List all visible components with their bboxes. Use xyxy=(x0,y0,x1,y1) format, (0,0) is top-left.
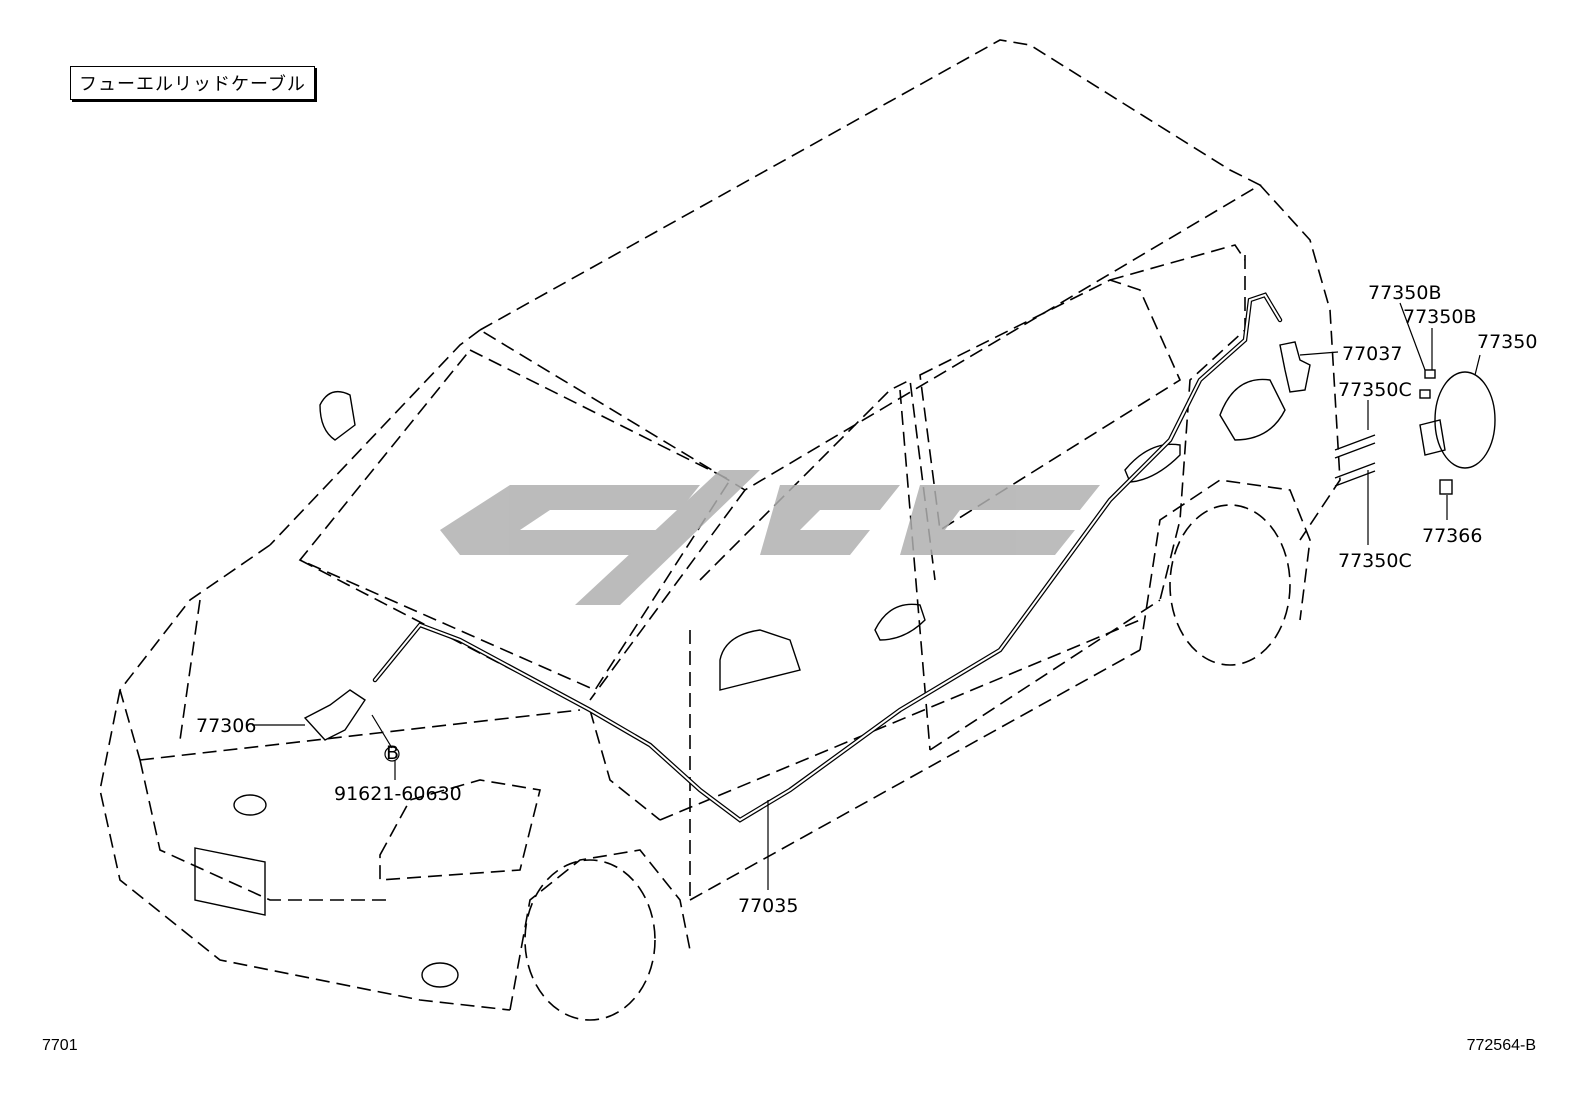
label-91621-60630: 91621-60630 xyxy=(334,783,462,805)
page-ref-left: 7701 xyxy=(42,1037,78,1054)
part-labels: 77306 B 91621-60630 77035 77037 77350B 7… xyxy=(196,282,1537,917)
label-77035: 77035 xyxy=(738,895,798,917)
left-mirror xyxy=(319,391,356,441)
clip-upper xyxy=(1334,434,1376,459)
label-77366: 77366 xyxy=(1422,525,1482,547)
fog-light xyxy=(421,962,459,988)
callout-b-circle xyxy=(384,746,400,762)
clip-lower xyxy=(1334,462,1376,487)
label-77037: 77037 xyxy=(1342,343,1402,365)
rear-door-handle xyxy=(1124,443,1181,483)
fuel-lid-cable xyxy=(372,292,1283,823)
car-body-outline xyxy=(99,39,1341,1021)
bushing-lower xyxy=(1419,389,1431,399)
label-77350c-upper: 77350C xyxy=(1338,379,1412,401)
lid-spring xyxy=(1439,479,1453,495)
emblem xyxy=(233,794,267,816)
label-77350b-top: 77350B xyxy=(1368,282,1441,304)
label-77350c-lower: 77350C xyxy=(1338,550,1412,572)
label-77350: 77350 xyxy=(1477,331,1537,353)
lid-hinge xyxy=(1419,419,1446,456)
leader-lines xyxy=(252,302,1481,890)
label-77306: 77306 xyxy=(196,715,256,737)
license-plate xyxy=(194,847,266,916)
fuel-lid-opening xyxy=(1219,378,1286,441)
car-solid-details xyxy=(194,341,1496,988)
lid-opener xyxy=(303,689,366,741)
callout-b-symbol: B xyxy=(386,742,399,764)
page-ref-right: 772564-B xyxy=(1466,1037,1536,1054)
fuel-lid xyxy=(1434,371,1496,469)
label-77350b-second: 77350B xyxy=(1403,306,1476,328)
diagram-title: フューエルリッドケーブル xyxy=(70,66,315,100)
bushing-upper xyxy=(1424,369,1436,379)
watermark-logo xyxy=(440,470,1100,605)
lid-lock xyxy=(1279,341,1311,393)
right-mirror xyxy=(719,629,801,691)
front-door-handle xyxy=(874,603,926,641)
